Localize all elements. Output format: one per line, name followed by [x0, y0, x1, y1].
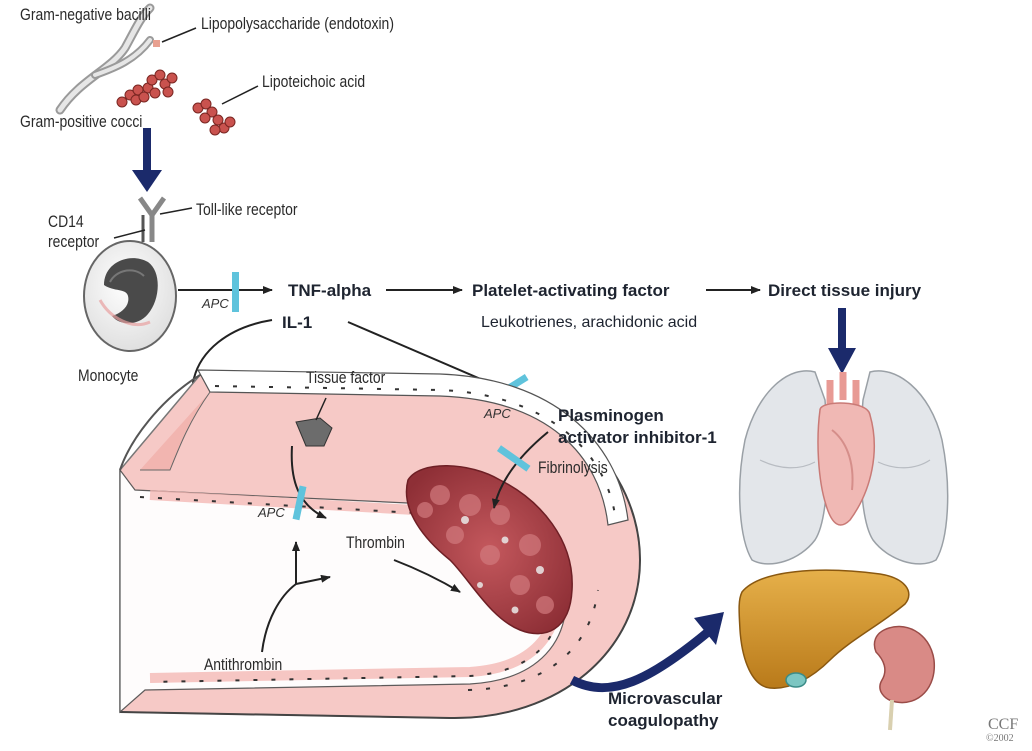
- cd14-leader-line: [114, 230, 145, 238]
- il1-label: IL-1: [282, 312, 312, 333]
- apc-inhibition-bar: [232, 272, 239, 312]
- monocyte-icon: [84, 241, 176, 351]
- copyright-year: ©2002: [986, 733, 1014, 744]
- apc-label: APC: [202, 296, 229, 311]
- leukotrienes-label: Leukotrienes, arachidonic acid: [481, 313, 697, 333]
- gram-positive-label: Gram-positive cocci: [20, 112, 143, 132]
- apc-label: APC: [258, 505, 285, 520]
- liver-icon: [739, 570, 909, 688]
- tnf-alpha-label: TNF-alpha: [288, 280, 371, 301]
- lps-leader-line: [162, 28, 196, 42]
- injury-to-organs-arrow: [828, 308, 856, 374]
- gram-negative-label: Gram-negative bacilli: [20, 5, 151, 25]
- cd14-receptor-label: CD14 receptor: [48, 212, 117, 252]
- lta-leader-line: [222, 86, 258, 104]
- microvascular-label-line2: coagulopathy: [608, 710, 719, 731]
- apc-label: APC: [484, 406, 511, 421]
- toll-like-receptor-label: Toll-like receptor: [196, 200, 297, 220]
- bacteria-to-receptor-arrow: [132, 128, 162, 192]
- ccf-logo: CCF: [988, 716, 1018, 734]
- tissue-factor-label: Tissue factor: [306, 368, 385, 388]
- pai-label-line1: Plasminogen: [558, 405, 664, 426]
- antithrombin-label: Antithrombin: [204, 655, 282, 675]
- kidney-icon: [874, 627, 934, 730]
- platelet-activating-factor-label: Platelet-activating factor: [472, 280, 669, 301]
- microvascular-label-line1: Microvascular: [608, 688, 722, 709]
- pai-label-line2: activator inhibitor-1: [558, 427, 717, 448]
- direct-tissue-injury-label: Direct tissue injury: [768, 280, 921, 301]
- monocyte-label: Monocyte: [78, 366, 138, 386]
- thrombin-label: Thrombin: [346, 533, 405, 553]
- toll-leader-line: [160, 208, 192, 214]
- lps-label: Lipopolysaccharide (endotoxin): [201, 14, 394, 34]
- fibrinolysis-label: Fibrinolysis: [538, 458, 608, 478]
- lta-label: Lipoteichoic acid: [262, 72, 365, 92]
- toll-like-receptor-icon: [140, 198, 164, 242]
